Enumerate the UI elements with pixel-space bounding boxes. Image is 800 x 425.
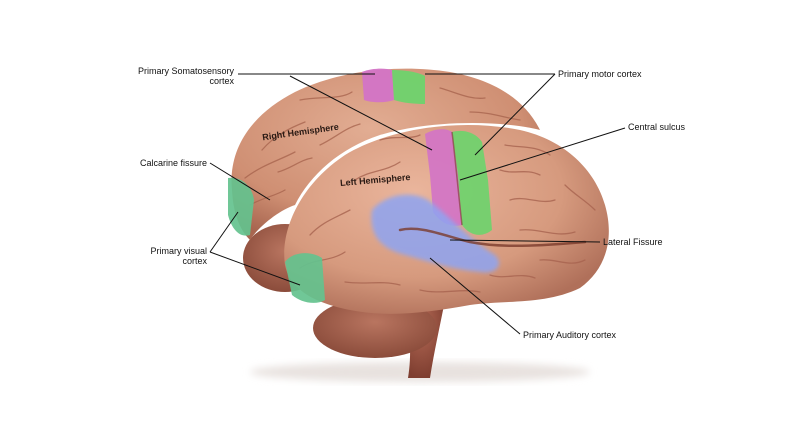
visual-region-left bbox=[285, 253, 325, 303]
label-visual-cortex: Primary visual cortex bbox=[110, 246, 207, 266]
motor-region-left bbox=[452, 130, 492, 235]
central-sulcus-groove bbox=[451, 131, 463, 226]
label-calcarine-fissure: Calcarine fissure bbox=[139, 158, 207, 168]
leader-central-sulcus bbox=[459, 127, 626, 181]
label-somatosensory-line2: cortex bbox=[209, 76, 234, 86]
leader-lateral-fissure bbox=[449, 239, 601, 243]
leader-somatosensory-left bbox=[289, 75, 433, 151]
left-hemisphere-gyri bbox=[299, 134, 596, 293]
label-auditory-cortex: Primary Auditory cortex bbox=[523, 330, 617, 340]
lateral-fissure-groove bbox=[398, 227, 587, 248]
label-somatosensory: Primary Somatosensory cortex bbox=[134, 66, 234, 86]
label-central-sulcus: Central sulcus bbox=[628, 122, 686, 132]
somatosensory-region-left bbox=[425, 129, 462, 226]
leader-motor-left bbox=[474, 73, 556, 156]
somatosensory-region-right bbox=[362, 68, 394, 103]
label-visual-line1: Primary visual bbox=[150, 246, 207, 256]
label-lateral-fissure: Lateral Fissure bbox=[603, 237, 663, 247]
right-hemisphere-gyri bbox=[244, 87, 521, 206]
leader-visual-right bbox=[209, 211, 239, 253]
leader-auditory bbox=[429, 257, 521, 335]
label-motor-cortex: Primary motor cortex bbox=[558, 69, 642, 79]
motor-region-right bbox=[392, 70, 425, 104]
label-somatosensory-line1: Primary Somatosensory bbox=[137, 66, 234, 76]
leader-lines bbox=[209, 73, 626, 335]
leader-calcarine bbox=[209, 162, 271, 201]
label-visual-line2: cortex bbox=[182, 256, 207, 266]
right-hemisphere bbox=[231, 68, 540, 240]
visual-region-right bbox=[228, 177, 254, 236]
leader-visual-left bbox=[209, 251, 301, 286]
